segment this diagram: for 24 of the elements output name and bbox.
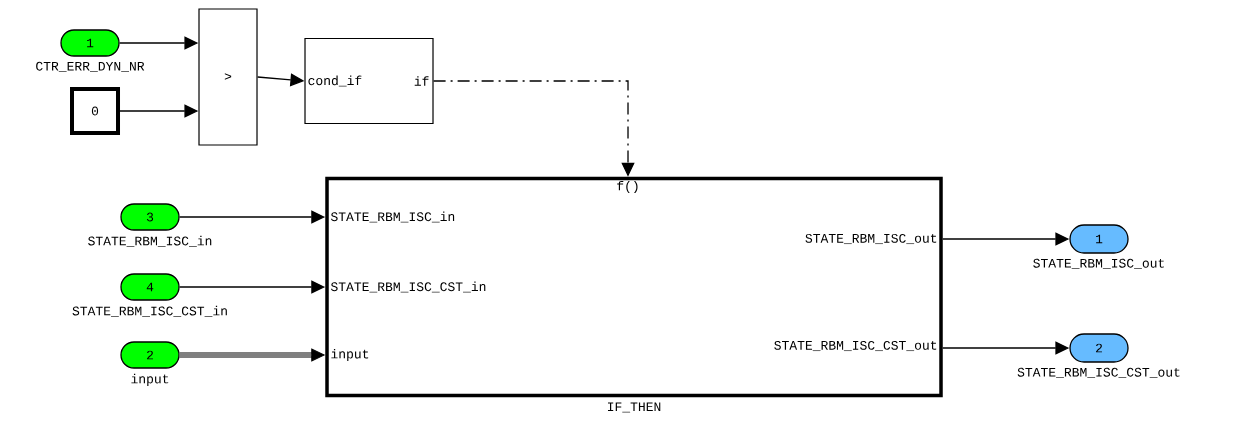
port-label: if [414, 76, 429, 86]
block-label: STATE_RBM_ISC_CST_in [72, 305, 227, 317]
inport-block: 3 [120, 203, 180, 231]
block-label: IF_THEN [608, 402, 661, 413]
arrow [179, 348, 325, 362]
port-label: input [331, 348, 369, 362]
block-label: STATE_RBM_ISC_in [88, 235, 212, 247]
inport-block: 4 [120, 273, 180, 301]
relational-block: > [198, 8, 258, 146]
inport-block: 1 [60, 29, 120, 57]
block-label: CTR_ERR_DYN_NR [36, 61, 145, 72]
block-label: input [131, 373, 169, 386]
inport-block: 2 [120, 341, 180, 369]
outport-block: 2 [1069, 333, 1129, 363]
port-label: STATE_RBM_ISC_in [330, 211, 455, 223]
port-label: STATE_RBM_ISC_out [805, 233, 937, 245]
trigger-label: f() [617, 180, 638, 194]
port-label: STATE_RBM_ISC_CST_in [330, 281, 486, 293]
port-label: STATE_RBM_ISC_CST_out [774, 340, 937, 352]
outport-block: 1 [1069, 224, 1129, 254]
constant-block: 0 [70, 87, 120, 135]
port-label: cond_if [308, 75, 362, 87]
block-label: STATE_RBM_ISC_CST_out [1017, 367, 1180, 378]
block-label: STATE_RBM_ISC_out [1033, 258, 1164, 269]
